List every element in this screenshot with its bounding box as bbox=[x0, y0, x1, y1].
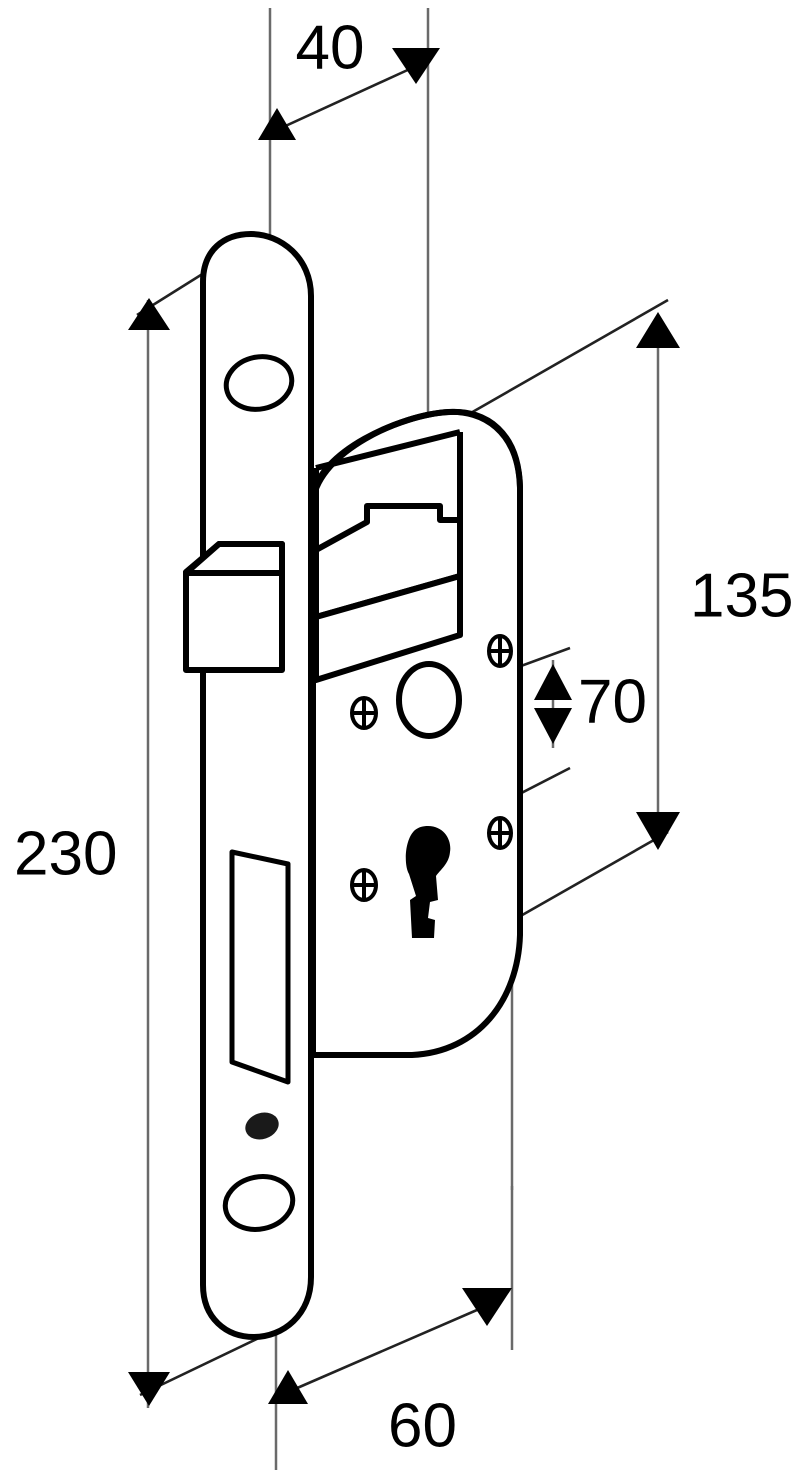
dead-bolt bbox=[313, 429, 463, 683]
arrowhead-60-left bbox=[268, 1370, 308, 1404]
deadbolt-opening bbox=[229, 849, 291, 1085]
dimension-label-230: 230 bbox=[14, 819, 117, 888]
dimension-label-70: 70 bbox=[578, 667, 647, 736]
leader-line-40 bbox=[280, 66, 413, 130]
case-screw-3 bbox=[487, 634, 513, 668]
case-screw-1 bbox=[350, 696, 378, 730]
case-screw-2 bbox=[350, 868, 378, 902]
dimension-label-60: 60 bbox=[388, 1391, 457, 1460]
arrowhead-40-right bbox=[392, 48, 440, 84]
arrowheads bbox=[128, 48, 680, 1406]
arrowhead-70-top bbox=[534, 664, 572, 700]
arrowhead-230-top bbox=[128, 298, 170, 330]
arrowhead-70-bottom bbox=[534, 708, 572, 744]
deadbolt-lower bbox=[313, 573, 463, 683]
arrowhead-40-left bbox=[258, 108, 296, 140]
faceplate-screw-hole-bottom bbox=[222, 1174, 296, 1232]
faceplate-pin-hole bbox=[245, 1112, 279, 1140]
dimension-label-135: 135 bbox=[690, 561, 793, 630]
spindle-hole bbox=[396, 661, 462, 739]
arrowhead-230-bottom bbox=[128, 1372, 170, 1406]
leader-line-60 bbox=[287, 1298, 501, 1394]
keyhole-shape bbox=[405, 826, 451, 938]
case-screw-4 bbox=[487, 816, 513, 850]
keyhole bbox=[405, 826, 451, 938]
case-screws bbox=[350, 634, 513, 902]
arrowhead-135-bottom bbox=[636, 812, 680, 850]
deadbolt-top-edge bbox=[315, 429, 461, 471]
dimension-label-40: 40 bbox=[296, 13, 365, 82]
arrowhead-135-top bbox=[636, 312, 680, 348]
leader-line-135-top bbox=[461, 298, 669, 420]
arrowhead-60-right bbox=[462, 1288, 512, 1326]
latch-bolt bbox=[183, 541, 285, 673]
faceplate-screw-hole-top bbox=[223, 354, 295, 412]
